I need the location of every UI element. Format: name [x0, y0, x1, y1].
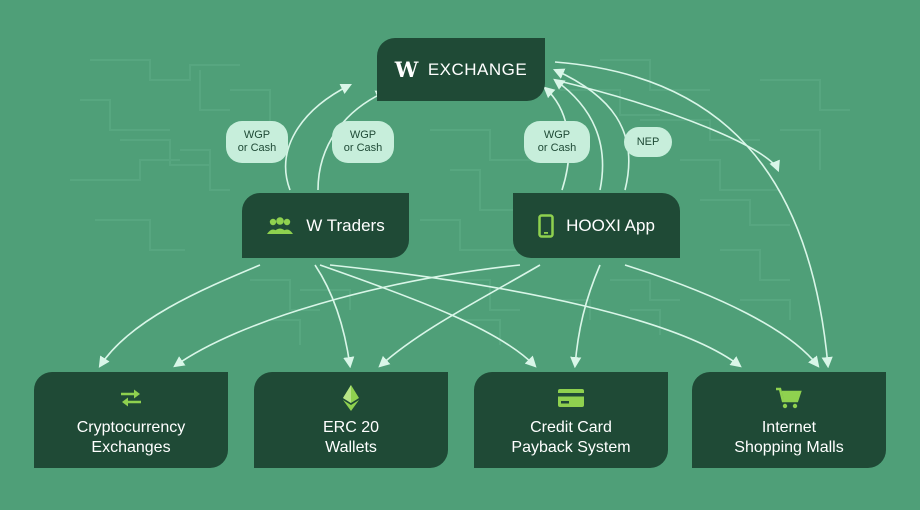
pill-line2: or Cash — [237, 142, 277, 154]
arrow-hooxi-to-card — [570, 264, 601, 369]
destination-line1: Credit Card — [530, 419, 612, 436]
hooxi-app-node: HOOXI App — [513, 193, 680, 258]
pill-line2: or Cash — [343, 142, 383, 154]
crypto-exchanges-node: Cryptocurrency Exchanges — [34, 372, 228, 468]
arrow-traders-to-shopping — [329, 264, 742, 368]
pill-line1: NEP — [636, 135, 660, 148]
arrow-hooxi-to-erc20 — [378, 264, 541, 368]
destination-line2: Payback System — [511, 439, 631, 456]
arrow-traders-to-erc20 — [314, 264, 355, 369]
arrow-hooxi-to-shopping — [624, 264, 820, 368]
exchange-arrows-icon — [119, 386, 143, 410]
w-traders-node: W Traders — [242, 193, 409, 258]
ethereum-icon — [343, 385, 359, 411]
w-traders-label: W Traders — [306, 215, 385, 235]
internet-shopping-node: Internet Shopping Malls — [692, 372, 886, 468]
shopping-cart-icon — [776, 386, 802, 410]
phone-icon — [538, 213, 554, 238]
destination-line1: Internet — [761, 419, 817, 436]
pill-line1: WGP — [243, 129, 271, 141]
pill-line1: WGP — [543, 129, 571, 141]
destination-line1: Cryptocurrency — [76, 419, 186, 436]
arrow-hooxi-to-exchange-2 — [553, 78, 604, 191]
nep-pill: NEP — [624, 127, 672, 157]
w-logo-icon: W — [394, 57, 419, 82]
pill-line2: or Cash — [537, 142, 577, 154]
hooxi-app-label: HOOXI App — [566, 215, 655, 235]
arrow-traders-to-card — [319, 264, 537, 368]
destination-line1: ERC 20 — [322, 419, 380, 436]
exchange-label: EXCHANGE — [427, 59, 528, 79]
world-map-texture — [70, 59, 850, 345]
destination-line2: Wallets — [325, 439, 377, 456]
exchange-node: W EXCHANGE — [377, 38, 545, 101]
pill-line1: WGP — [349, 129, 377, 141]
arrow-group — [98, 61, 833, 369]
arrow-hooxi-to-crypto — [173, 264, 521, 368]
group-icon — [266, 216, 294, 235]
arrow-traders-to-crypto — [98, 264, 261, 368]
erc20-wallets-node: ERC 20 Wallets — [254, 372, 448, 468]
arrow-exchange-to-shopping-2 — [554, 79, 780, 173]
arrow-hooxi-to-exchange-3 — [552, 68, 630, 191]
arrow-traders-to-exchange-1 — [285, 83, 353, 191]
credit-card-icon — [558, 386, 584, 410]
destination-line2: Exchanges — [91, 439, 171, 456]
destination-line2: Shopping Malls — [734, 439, 844, 456]
credit-card-payback-node: Credit Card Payback System — [474, 372, 668, 468]
